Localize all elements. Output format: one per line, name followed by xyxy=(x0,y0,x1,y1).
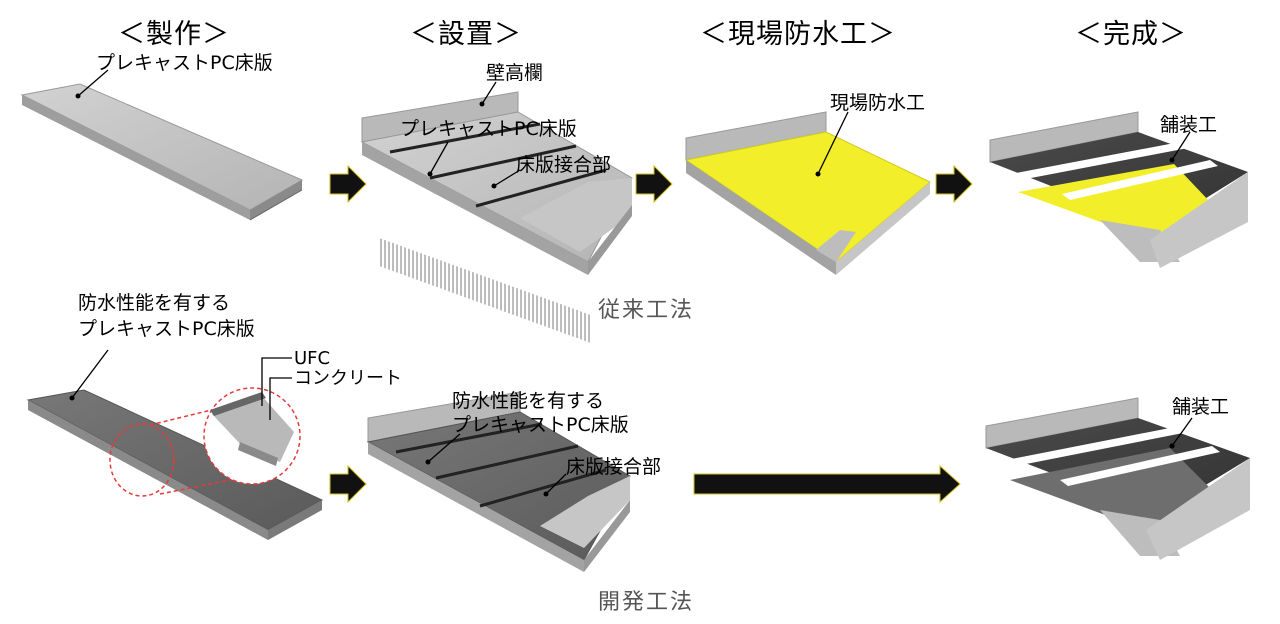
stage-title-manufacture: ＜製作＞ xyxy=(118,19,230,50)
arrow-1 xyxy=(329,164,367,204)
arrow-4 xyxy=(329,464,367,504)
deck-paved-conventional xyxy=(989,111,1248,268)
label-precast-slab-2: プレキャストPC床版 xyxy=(400,118,577,140)
leader-slab2 xyxy=(425,433,461,465)
arrow-2 xyxy=(635,164,673,204)
leader-precast-slab-2 xyxy=(427,141,449,177)
leader-site-waterproof xyxy=(815,111,849,177)
label-slab-line1: 防水性能を有する xyxy=(78,292,231,314)
stage-title-waterproof: ＜現場防水工＞ xyxy=(700,19,896,50)
label-paving-2: 舗装工 xyxy=(1172,396,1230,418)
deck-installed-developed xyxy=(366,391,631,572)
arrow-long xyxy=(693,464,961,504)
label-paving: 舗装工 xyxy=(1160,114,1218,136)
caption-conventional: 従来工法 xyxy=(598,298,695,323)
stage-title-install: ＜設置＞ xyxy=(410,19,522,50)
leader-paving-2 xyxy=(1169,417,1193,449)
detail-magnifier xyxy=(109,387,301,497)
precast-slab-plain xyxy=(20,83,304,221)
leader-wall-rail xyxy=(479,81,497,107)
label-slab-line2: プレキャストPC床版 xyxy=(78,318,255,340)
leader-slab-waterproof xyxy=(69,349,109,401)
label-slab2-line2: プレキャストPC床版 xyxy=(452,414,629,436)
label-site-waterproof: 現場防水工 xyxy=(830,92,926,114)
label-precast-slab: プレキャストPC床版 xyxy=(96,52,273,74)
caption-developed: 開発工法 xyxy=(598,590,695,615)
leader-ufc xyxy=(261,357,292,406)
precast-slab-waterproof xyxy=(26,389,324,540)
label-concrete: コンクリート xyxy=(294,368,402,389)
leader-paving xyxy=(1169,131,1191,163)
leader-precast-slab xyxy=(75,69,109,99)
label-joint: 床版接合部 xyxy=(516,154,612,176)
deck-paved-developed xyxy=(985,397,1250,560)
label-slab2-line1: 防水性能を有する xyxy=(452,390,605,412)
label-ufc: UFC xyxy=(294,348,331,369)
deck-installed xyxy=(360,91,633,343)
deck-waterproofed xyxy=(684,111,931,275)
arrow-3 xyxy=(935,164,973,204)
label-wall-rail: 壁高欄 xyxy=(486,62,544,84)
leader-joint-2 xyxy=(543,473,567,497)
leader-joint xyxy=(491,169,521,189)
leader-concrete xyxy=(269,377,292,420)
label-joint-2: 床版接合部 xyxy=(566,456,662,478)
stage-title-complete: ＜完成＞ xyxy=(1075,19,1187,50)
